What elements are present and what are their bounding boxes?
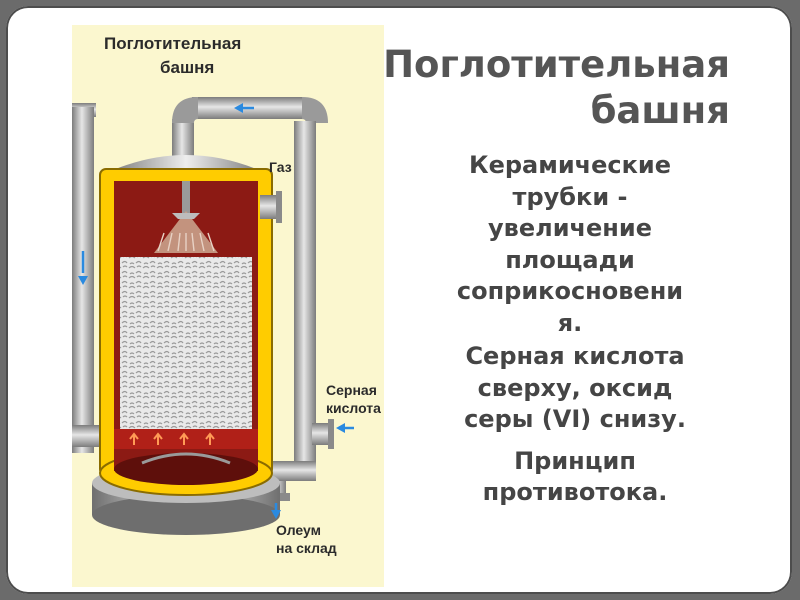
absorption-tower-diagram: Поглотительная башня xyxy=(72,25,384,587)
bullet-3-line-2: противотока. xyxy=(482,478,668,506)
bullet-ceramic-tubes: Керамические трубки - увеличение площади… xyxy=(405,150,735,339)
gas-label: Газ xyxy=(269,159,292,175)
bullet-3-line-1: Принцип xyxy=(514,446,636,475)
bullet-1-line-4: площади xyxy=(505,245,635,274)
acid-label-line-1: Серная xyxy=(326,382,377,398)
ceramic-packing xyxy=(120,257,252,429)
gas-distribution-grid xyxy=(114,429,258,465)
bullet-1-line-6: я. xyxy=(557,308,583,337)
bullet-1-line-5: соприкосновени xyxy=(456,277,684,305)
slide-title-line-1: Поглотительная xyxy=(383,43,730,86)
diagram-title-line-2: башня xyxy=(160,58,214,77)
diagram-svg: Поглотительная башня xyxy=(72,25,384,587)
bullet-2-line-1: Серная кислота xyxy=(465,342,685,370)
acid-label: Серная кислота xyxy=(326,382,381,416)
slide-body: Керамические трубки - увеличение площади… xyxy=(405,150,745,509)
bullet-1-line-1: Керамические xyxy=(468,151,672,179)
diagram-title: Поглотительная башня xyxy=(104,34,246,77)
bullet-1-line-3: увеличение xyxy=(488,214,652,242)
slide-title-line-2: башня xyxy=(590,89,730,132)
acid-sprayer xyxy=(154,181,218,253)
oleum-label: Олеум на склад xyxy=(276,522,337,556)
bullet-1-line-2: трубки - xyxy=(512,182,628,211)
slide-title: Поглотительная башня xyxy=(300,42,730,134)
diagram-title-line-1: Поглотительная xyxy=(104,34,241,53)
bullet-2-line-3: серы (VI) снизу. xyxy=(464,405,686,433)
gas-outlet-fitting xyxy=(260,191,282,223)
bullet-acid-and-oxide: Серная кислота сверху, оксид серы (VI) с… xyxy=(405,341,745,436)
oleum-label-line-2: на склад xyxy=(276,540,337,556)
flow-arrows xyxy=(78,103,354,519)
bullet-2-line-2: сверху, оксид xyxy=(477,373,673,402)
acid-inlet-fitting xyxy=(312,419,334,449)
acid-label-line-2: кислота xyxy=(326,400,381,416)
oleum-label-line-1: Олеум xyxy=(276,522,321,538)
bullet-countercurrent: Принцип противотока. xyxy=(405,446,745,509)
